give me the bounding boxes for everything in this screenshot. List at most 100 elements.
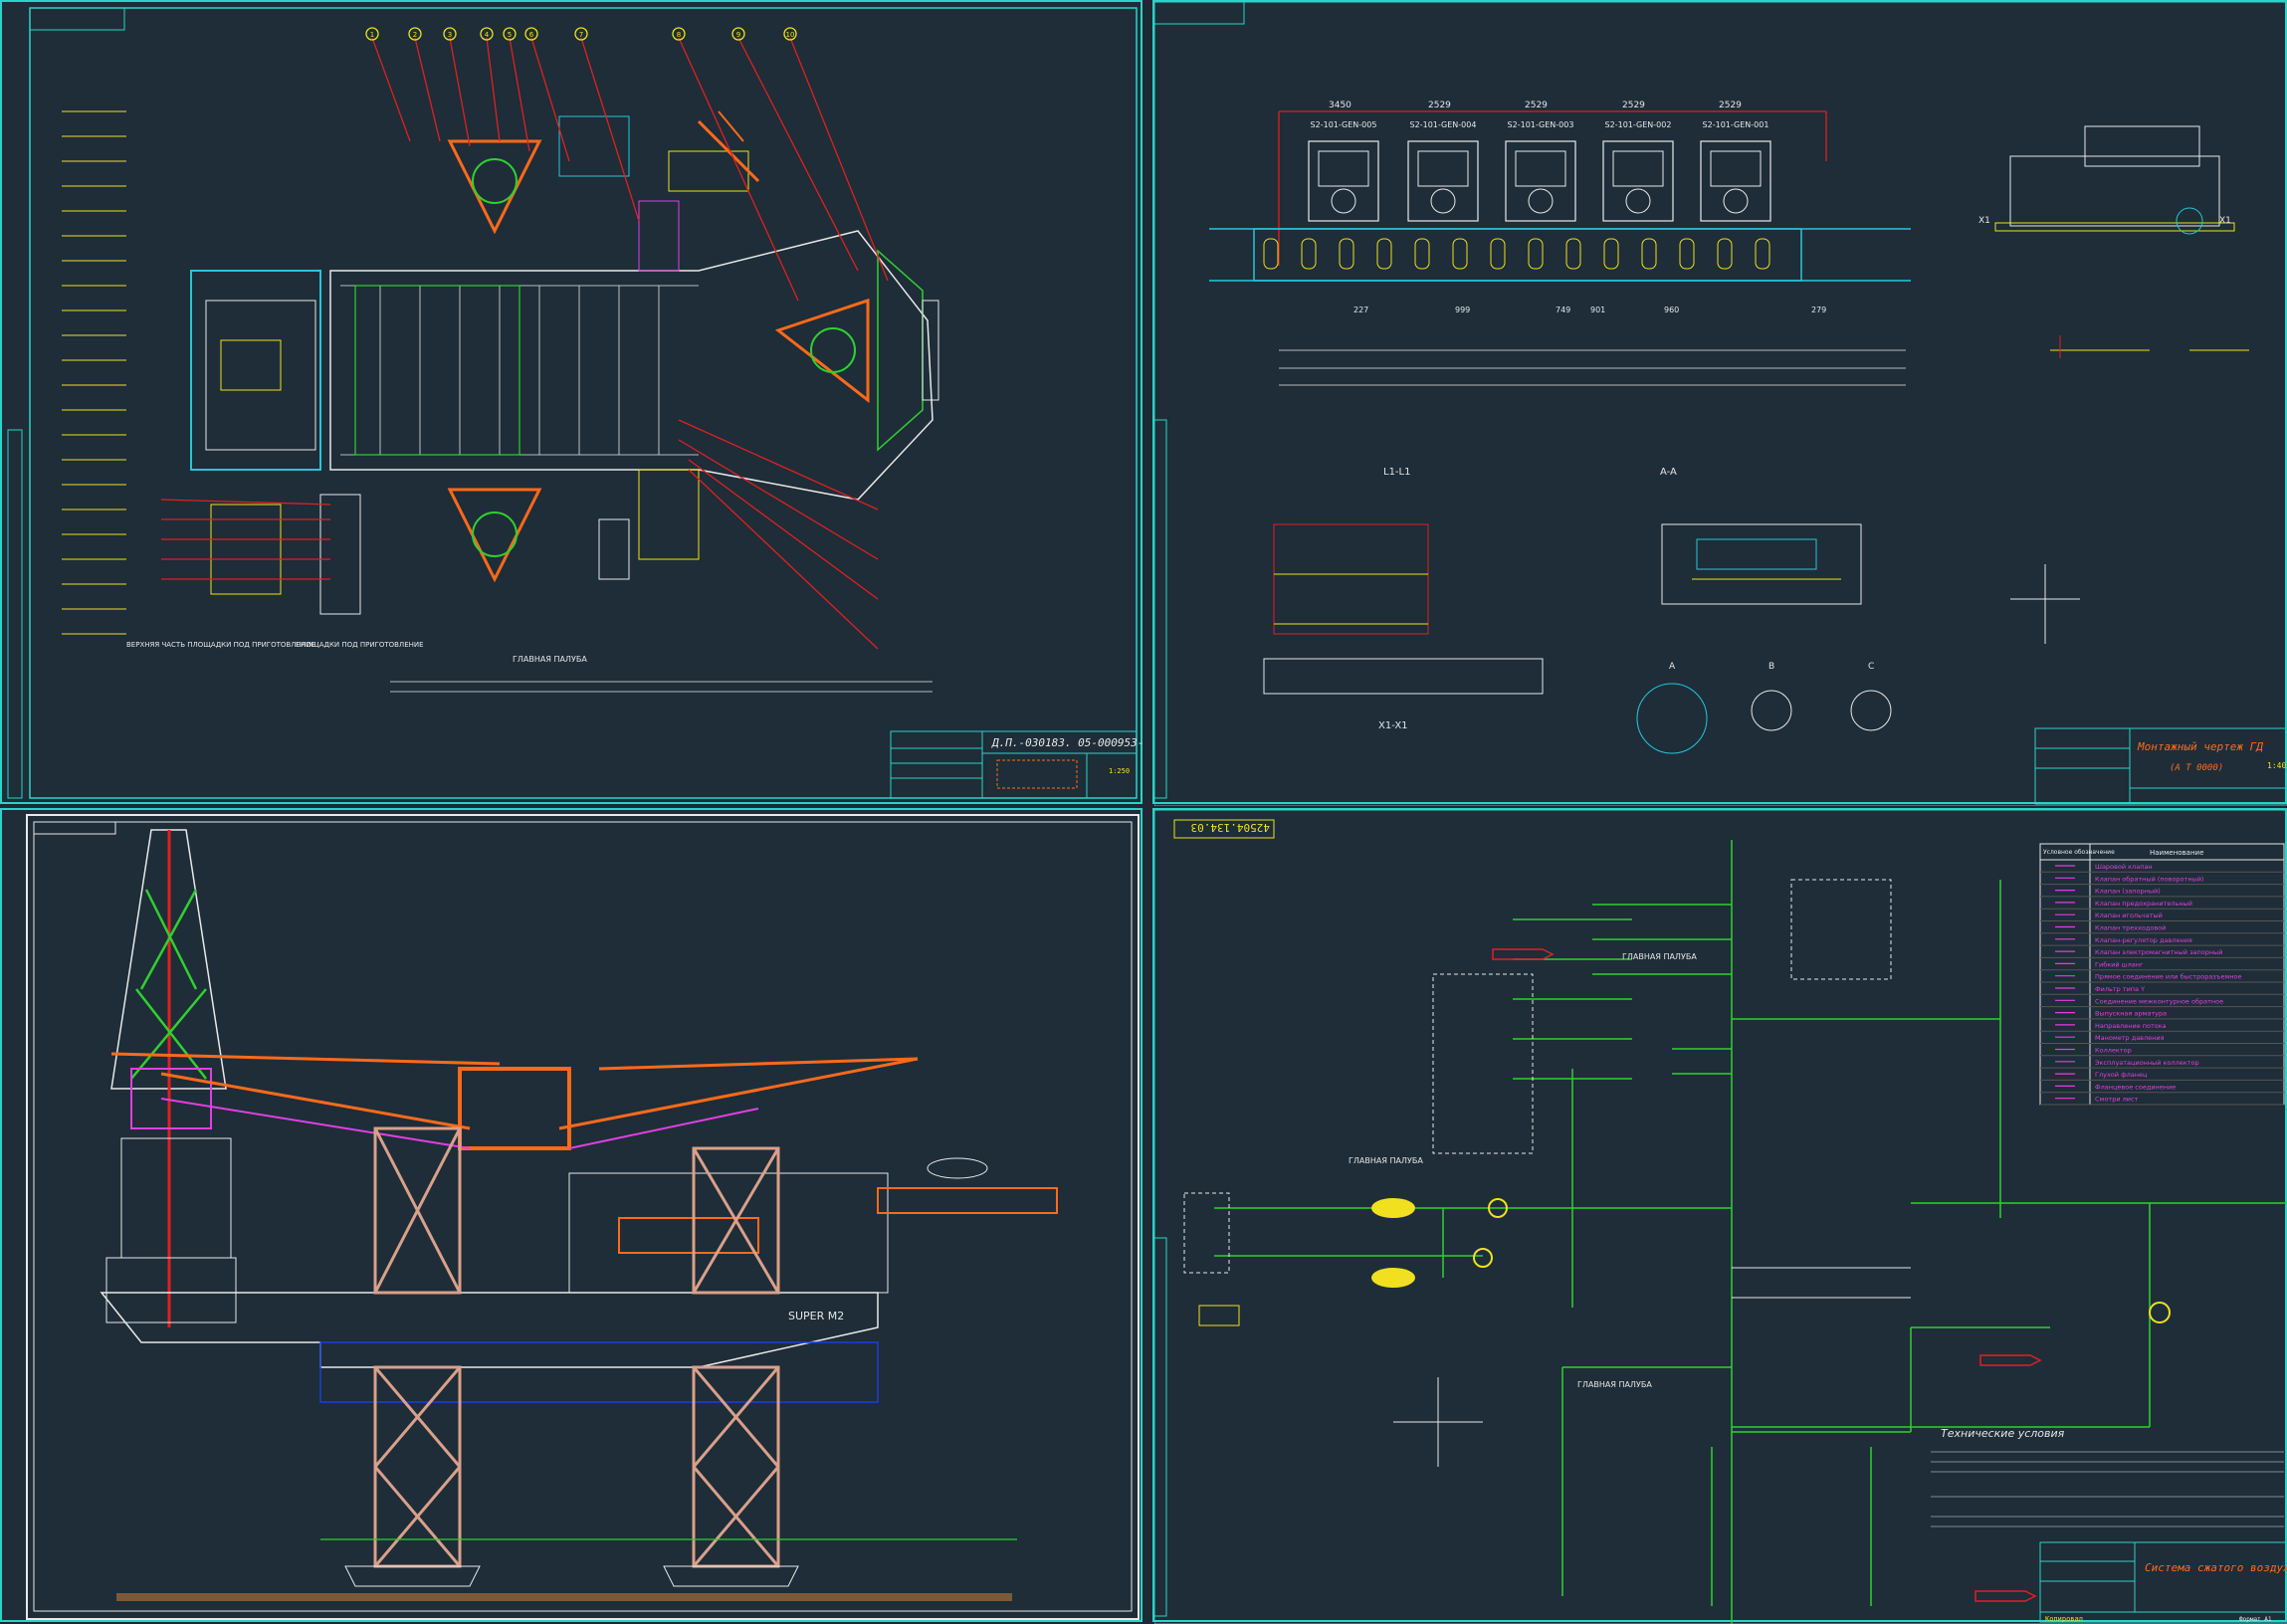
callout-bubble: [672, 27, 686, 41]
foundation-cell: [1339, 238, 1354, 270]
rig-elevation-drawing: SUPER M2: [26, 814, 1140, 1620]
legend-item-label: Клапан электромагнитный запорный: [2095, 948, 2222, 956]
axis-x1-left: X1: [1978, 216, 1990, 226]
callout-leaders: [160, 37, 889, 650]
foundation-cell: [1376, 238, 1392, 270]
legend-item-label: Манометр давления: [2095, 1034, 2165, 1042]
legend-item-label: Фланцевое соединение: [2095, 1083, 2176, 1091]
legend-item-label: Глухой фланец: [2095, 1071, 2148, 1079]
axis-x1-right: X1: [2219, 216, 2231, 226]
deck-label-1: ГЛАВНАЯ ПАЛУБА: [1622, 952, 1697, 961]
stamp: 42504.134.03: [1191, 821, 1270, 834]
legend-item-label: Прямое соединение или быстроразъемное: [2095, 973, 2242, 981]
generator-body: [1308, 140, 1379, 222]
sheet-rig-elevation: SUPER M2: [0, 808, 1143, 1622]
title-block-copy: Копировал: [2045, 1615, 2083, 1623]
generator-engine: [1417, 150, 1469, 187]
legend-header-name: Наименование: [2150, 849, 2203, 857]
foundation-cells: [1263, 238, 1770, 270]
title-block-sub: (А Т 0000): [2170, 763, 2223, 773]
legend-item-label: Гибкий шланг: [2095, 960, 2144, 968]
callout-number: 1: [370, 31, 374, 39]
title-block-code: Д.П.-030183. 05-000953-1.1-: [991, 736, 1144, 749]
foundation-cell: [1490, 238, 1506, 270]
callout-number: 2: [413, 31, 417, 39]
generator-flywheel: [1723, 188, 1749, 214]
generator-engine: [1318, 150, 1369, 187]
foundation-cell: [1301, 238, 1317, 270]
callout-bubble: [783, 27, 797, 41]
foundation-cell: [1452, 238, 1468, 270]
foundation-cell: [1679, 238, 1695, 270]
callout-number: 8: [677, 31, 681, 39]
legend-item-label: Выпускная арматура: [2095, 1010, 2167, 1018]
callout-number: 4: [485, 31, 490, 39]
bottom-label-1: ВЕРХНЯЯ ЧАСТЬ ПЛОЩАДКИ ПОД ПРИГОТОВЛЕНИЕ: [126, 641, 315, 649]
legend-item-label: Фильтр типа Y: [2095, 985, 2145, 993]
title-block: Монтажный чертеж ГД (А Т 0000) 1:40: [2034, 727, 2287, 805]
legend-item-label: Клапан игольчатый: [2095, 912, 2163, 919]
foundation-cell: [1414, 238, 1430, 270]
generator-body: [1602, 140, 1674, 222]
legend-item-label: Клапан обратный (поворотный): [2095, 875, 2203, 883]
dim-low-2: 749: [1556, 305, 1570, 314]
callout-number: 10: [786, 31, 795, 39]
air-system-drawing: 42504.134.03: [1154, 810, 2287, 1624]
generator-flywheel: [1528, 188, 1554, 214]
dim-low-5: 279: [1811, 305, 1826, 314]
legend-header-symbol: Условное обозначение: [2043, 849, 2115, 856]
legend-item-label: Смотри лист: [2095, 1096, 2139, 1104]
red-dim-frame: [1278, 110, 1827, 266]
pipe-network: [1214, 840, 2287, 1624]
dim-top-1: 2529: [1428, 101, 1451, 110]
rig-label: SUPER M2: [788, 1310, 844, 1322]
callout-number: 6: [529, 31, 534, 39]
title-block-title: Монтажный чертеж ГД: [2137, 740, 2263, 753]
callout-bubble: [574, 27, 588, 41]
foundation-cell: [1717, 238, 1733, 270]
callout-bubble: [443, 27, 457, 41]
derrick-bracing: [130, 889, 207, 1080]
legend-item-label: Направление потока: [2095, 1022, 2167, 1030]
section-l1-label: L1-L1: [1383, 467, 1410, 478]
generator-body: [1407, 140, 1479, 222]
foundation-cell: [1565, 238, 1581, 270]
legend-item-label: Клапан предохранительный: [2095, 900, 2192, 908]
title-block: Д.П.-030183. 05-000953-1.1- 1:250: [890, 730, 1144, 799]
generator-label: S2-101-GEN-002: [1605, 120, 1672, 129]
callout-number: 7: [579, 31, 583, 39]
detail-b-label: B: [1768, 662, 1774, 672]
callout-bubble: [731, 27, 745, 41]
callout-number: 5: [508, 31, 512, 39]
legend-table: Условное обозначение Наименование Шарово…: [2039, 843, 2285, 1106]
legend-item-label: Клапан-регулятор давления: [2095, 936, 2192, 944]
dim-top-0: 3450: [1329, 101, 1351, 110]
dim-low-0: 227: [1353, 305, 1368, 314]
foundation-cell: [1641, 238, 1657, 270]
callout-bubble: [408, 27, 422, 41]
sheet-air-system: 42504.134.03: [1152, 808, 2287, 1624]
generator-label: S2-101-GEN-003: [1508, 120, 1574, 129]
crane-boom: [110, 1052, 919, 1130]
title-block-title: Система сжатого воздуха: [2145, 1561, 2287, 1574]
generator-flywheel: [1430, 188, 1456, 214]
title-block-scale: 1:40: [2267, 761, 2286, 770]
legend-item-label: Шаровой клапан: [2095, 863, 2153, 871]
tech-title: Технические условия: [1941, 1427, 2065, 1440]
generator-body: [1700, 140, 1771, 222]
foundation-cell: [1263, 238, 1279, 270]
legend-item-label: Эксплуатационный коллектор: [2095, 1059, 2199, 1067]
tech-lines: [1931, 1451, 2284, 1527]
level-labels: [62, 110, 126, 635]
dimension-lines: [1279, 349, 1906, 386]
section-aa-label: A-A: [1660, 467, 1677, 478]
dim-low-1: 999: [1455, 305, 1470, 314]
generator-label: S2-101-GEN-004: [1410, 120, 1477, 129]
